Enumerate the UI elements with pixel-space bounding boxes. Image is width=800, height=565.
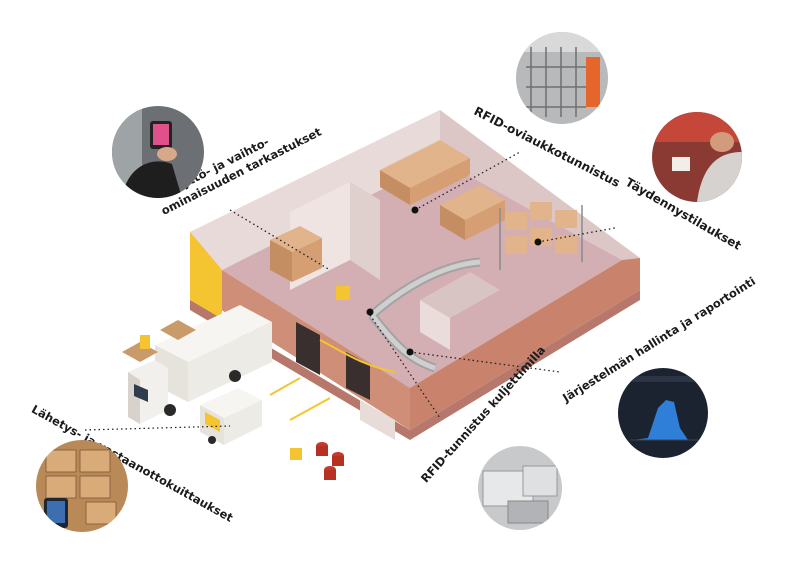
forklifts	[122, 286, 350, 460]
conveyor-belt	[368, 257, 481, 373]
floor-markings	[269, 339, 396, 421]
loading-docks	[296, 322, 395, 440]
delivery-van	[200, 388, 262, 445]
barrels	[316, 442, 344, 480]
storage-boxes	[270, 140, 583, 282]
dashboard-photo	[618, 368, 708, 458]
truck	[128, 305, 272, 424]
replenishment-photo	[652, 112, 742, 202]
conveyor-tag-photo	[478, 446, 562, 530]
callout-markers	[366, 206, 542, 356]
callout-lines	[84, 151, 616, 431]
boxes-scanning-photo	[36, 440, 128, 532]
warehouse-cage-photo	[516, 32, 608, 124]
smartphone-photo	[112, 106, 204, 198]
